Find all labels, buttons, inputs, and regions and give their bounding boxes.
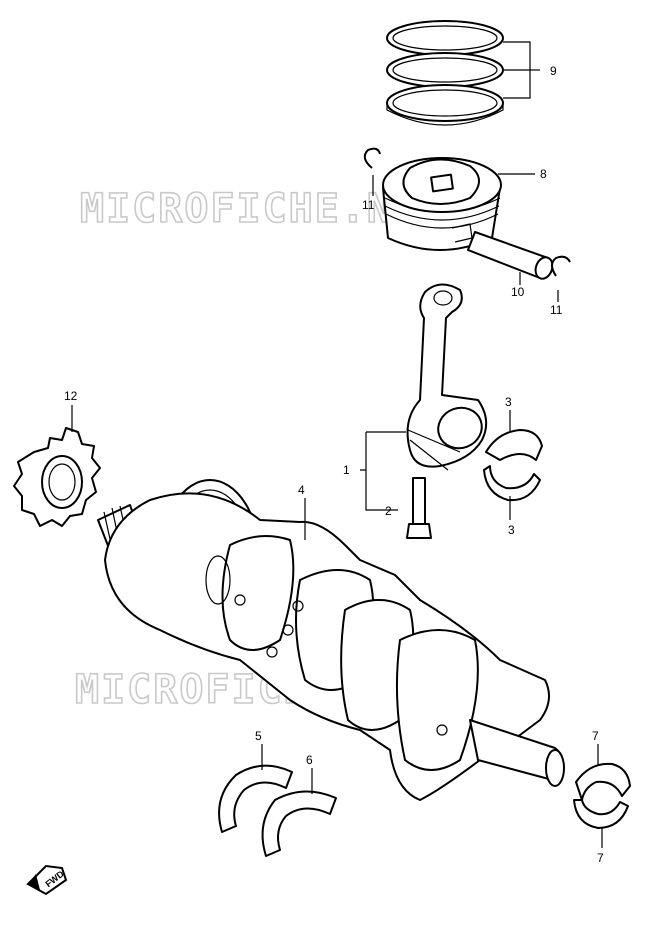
circlip-right bbox=[551, 255, 571, 277]
circlip-left bbox=[363, 147, 381, 169]
piston-pin bbox=[467, 231, 554, 280]
thrust-bearing-lower bbox=[261, 790, 337, 857]
callout-12: 12 bbox=[64, 389, 78, 403]
rod-bearings bbox=[483, 429, 543, 502]
thrust-bearing-upper bbox=[218, 764, 293, 833]
connecting-rod bbox=[406, 283, 488, 471]
crank-sprocket bbox=[13, 427, 101, 527]
callout-10: 10 bbox=[511, 285, 525, 299]
callout-3-top: 3 bbox=[505, 395, 512, 409]
callout-5: 5 bbox=[255, 729, 262, 743]
callout-7-bottom: 7 bbox=[597, 851, 604, 865]
callout-8: 8 bbox=[540, 167, 547, 181]
callout-11-left: 11 bbox=[362, 198, 375, 212]
callout-4: 4 bbox=[298, 483, 305, 497]
fwd-arrow-icon: FWD bbox=[26, 864, 68, 896]
main-bearings bbox=[573, 762, 631, 829]
piston-rings bbox=[386, 20, 504, 126]
rod-bolt bbox=[406, 477, 432, 539]
callout-7-top: 7 bbox=[592, 729, 599, 743]
callout-1: 1 bbox=[343, 463, 350, 477]
piston bbox=[382, 157, 502, 251]
callout-2: 2 bbox=[385, 504, 392, 518]
callout-9: 9 bbox=[550, 64, 557, 78]
leader-lines bbox=[71, 41, 603, 848]
callout-6: 6 bbox=[306, 753, 313, 767]
callout-3-bottom: 3 bbox=[508, 523, 515, 537]
crankshaft bbox=[97, 479, 565, 801]
callout-11-right: 11 bbox=[550, 303, 563, 317]
